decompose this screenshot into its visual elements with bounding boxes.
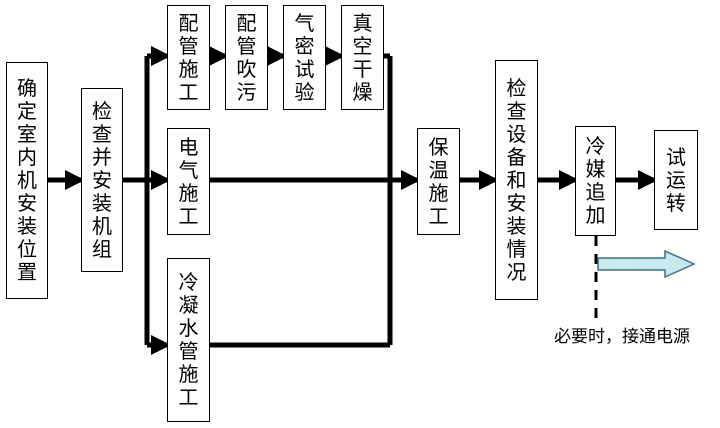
step-air-tight-test: 气密试验 <box>283 5 326 110</box>
step-check-equipment: 检查设备和安装情况 <box>495 60 538 300</box>
step-electrical-work: 电气施工 <box>167 128 210 235</box>
step-insulation: 保温施工 <box>417 128 460 235</box>
step-condensate-pipe: 冷凝水管施工 <box>167 258 210 422</box>
power-supply-arrow <box>597 249 696 279</box>
step-confirm-location: 确定室内机安装位置 <box>6 62 48 299</box>
step-add-refrigerant-label: 冷媒追加 <box>585 134 606 227</box>
step-pipe-blow-label: 配管吹污 <box>236 10 257 104</box>
step-vacuum-dry-label: 真空干燥 <box>352 10 373 104</box>
step-air-tight-test-label: 气密试验 <box>294 10 315 104</box>
step-inspect-install: 检查并安装机组 <box>81 88 123 272</box>
step-test-run-label: 试运转 <box>666 144 686 215</box>
step-pipe-work: 配管施工 <box>167 5 210 110</box>
step-insulation-label: 保温施工 <box>428 134 449 228</box>
step-check-equipment-label: 检查设备和安装情况 <box>506 75 527 284</box>
step-pipe-work-label: 配管施工 <box>178 10 199 104</box>
power-note: 必要时，接通电源 <box>554 327 690 347</box>
step-electrical-work-label: 电气施工 <box>178 134 199 228</box>
step-test-run: 试运转 <box>654 130 698 230</box>
step-condensate-pipe-label: 冷凝水管施工 <box>178 270 199 409</box>
step-confirm-location-label: 确定室内机安装位置 <box>17 76 37 284</box>
step-vacuum-dry: 真空干燥 <box>341 5 384 110</box>
step-inspect-install-label: 检查并安装机组 <box>92 98 112 261</box>
step-pipe-blow: 配管吹污 <box>225 5 268 110</box>
step-add-refrigerant: 冷媒追加 <box>575 126 616 236</box>
